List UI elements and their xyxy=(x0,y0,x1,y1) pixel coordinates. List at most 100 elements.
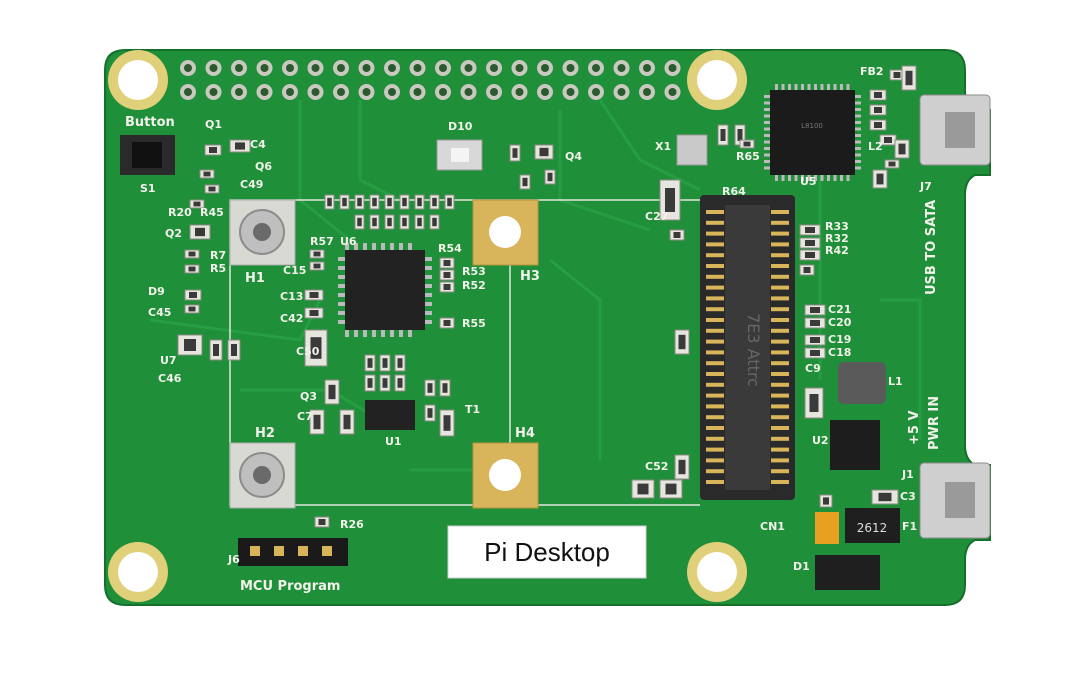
gpio-pin-hole xyxy=(486,84,502,100)
gpio-pin-hole xyxy=(205,60,222,76)
mcu-chip-u6 xyxy=(338,243,432,337)
standoff-h2 xyxy=(229,442,296,509)
svg-text:L8100: L8100 xyxy=(801,122,823,130)
pwr-in-label: PWR IN xyxy=(927,396,942,450)
gpio-pin-hole xyxy=(664,60,681,76)
smd-part xyxy=(544,169,556,185)
gpio-pin-hole xyxy=(205,84,222,100)
smd-part xyxy=(399,194,410,210)
d10-label: D10 xyxy=(448,120,473,133)
smd-part xyxy=(304,307,324,319)
c27-label: C27 xyxy=(645,210,668,223)
gpio-pin-hole xyxy=(180,84,196,100)
smd-part xyxy=(204,144,222,156)
smd-part xyxy=(309,249,325,259)
smd-part xyxy=(184,264,200,274)
smd-part xyxy=(439,257,455,269)
smd-part xyxy=(659,179,681,221)
r33-label: R33 xyxy=(825,220,849,233)
c20-label: C20 xyxy=(828,316,852,329)
q6-label: Q6 xyxy=(255,160,272,173)
f1-label: F1 xyxy=(902,520,917,533)
smd-part xyxy=(394,354,406,372)
r55-label: R55 xyxy=(462,317,486,330)
gpio-pin-hole xyxy=(333,60,349,76)
smd-part xyxy=(869,89,887,101)
gpio-pin-hole xyxy=(460,60,477,76)
l2-label: L2 xyxy=(868,140,883,153)
gpio-pin-hole xyxy=(180,60,196,76)
silkscreen-labels: Button H1 H2 H3 H4 MCU Program J6 R26 US… xyxy=(125,65,942,594)
r53-label: R53 xyxy=(462,265,486,278)
smd-part xyxy=(439,269,455,281)
smd-part xyxy=(184,289,202,301)
msata-connector-cn1: 7E3 Attrc xyxy=(700,195,795,500)
smd-part xyxy=(354,214,365,230)
q3-label: Q3 xyxy=(300,390,317,403)
c3-label: C3 xyxy=(900,490,916,503)
gpio-pin-hole xyxy=(409,60,426,76)
gpio-pin-hole xyxy=(358,60,375,76)
mount-hole-bottom-right xyxy=(687,542,747,602)
corner-mount-holes xyxy=(108,50,747,602)
label-text: Pi Desktop xyxy=(484,537,610,567)
mount-pad-h4 xyxy=(472,442,539,509)
u2-label: U2 xyxy=(812,434,829,447)
tactile-button-s1 xyxy=(120,135,175,175)
gpio-pin-hole xyxy=(562,84,579,100)
gpio-pin-hole xyxy=(333,84,349,100)
smd-part xyxy=(314,516,330,528)
smd-part xyxy=(872,169,888,189)
c45-label: C45 xyxy=(148,306,171,319)
gpio-pin-hole xyxy=(613,60,630,76)
j1-label: J1 xyxy=(901,468,914,481)
smd-part xyxy=(444,194,455,210)
smd-part xyxy=(414,214,425,230)
r65-label: R65 xyxy=(736,150,760,163)
cn1-label: CN1 xyxy=(760,520,785,533)
c21-label: C21 xyxy=(828,303,851,316)
j6-label: J6 xyxy=(227,553,240,566)
smd-part xyxy=(869,119,887,131)
gpio-pin-hole xyxy=(588,84,604,100)
standoff-h1 xyxy=(229,199,296,266)
gpio-pin-hole xyxy=(537,84,553,100)
smd-part xyxy=(369,214,380,230)
r7-label: R7 xyxy=(210,249,226,262)
smd-part xyxy=(659,479,683,499)
smd-part xyxy=(424,404,436,422)
gpio-pin-hole xyxy=(307,60,324,76)
smd-part xyxy=(227,339,241,361)
c9-label: C9 xyxy=(805,362,821,375)
gpio-pin-hole xyxy=(435,60,451,76)
smd-part xyxy=(184,249,200,259)
smd-part xyxy=(354,194,365,210)
smd-part xyxy=(304,289,324,301)
q4-label: Q4 xyxy=(565,150,582,163)
gpio-pin-hole xyxy=(613,84,630,100)
r20-label: R20 xyxy=(168,206,192,219)
r45-label: R45 xyxy=(200,206,224,219)
c46-label: C46 xyxy=(158,372,182,385)
gpio-pin-hole xyxy=(588,60,604,76)
smd-part xyxy=(439,281,455,293)
mount-hole-bottom-left xyxy=(108,542,168,602)
smd-part xyxy=(799,249,821,261)
gpio-pin-hole xyxy=(358,84,375,100)
smd-part xyxy=(394,374,406,392)
smd-part xyxy=(799,237,821,249)
smd-part xyxy=(304,329,328,367)
gpio-pin-hole xyxy=(384,84,400,100)
smd-part xyxy=(869,104,887,116)
crystal-x1 xyxy=(676,134,708,166)
fb2-label: FB2 xyxy=(860,65,884,78)
u7-label: U7 xyxy=(160,354,177,367)
usb-to-sata-label: USB TO SATA xyxy=(924,200,939,295)
micro-usb-j1 xyxy=(919,462,991,539)
gpio-pin-hole xyxy=(256,84,273,100)
x1-label: X1 xyxy=(655,140,671,153)
smd-part xyxy=(901,65,917,91)
u1-label: U1 xyxy=(385,435,402,448)
led-d10 xyxy=(436,139,483,171)
smd-part xyxy=(324,379,340,405)
